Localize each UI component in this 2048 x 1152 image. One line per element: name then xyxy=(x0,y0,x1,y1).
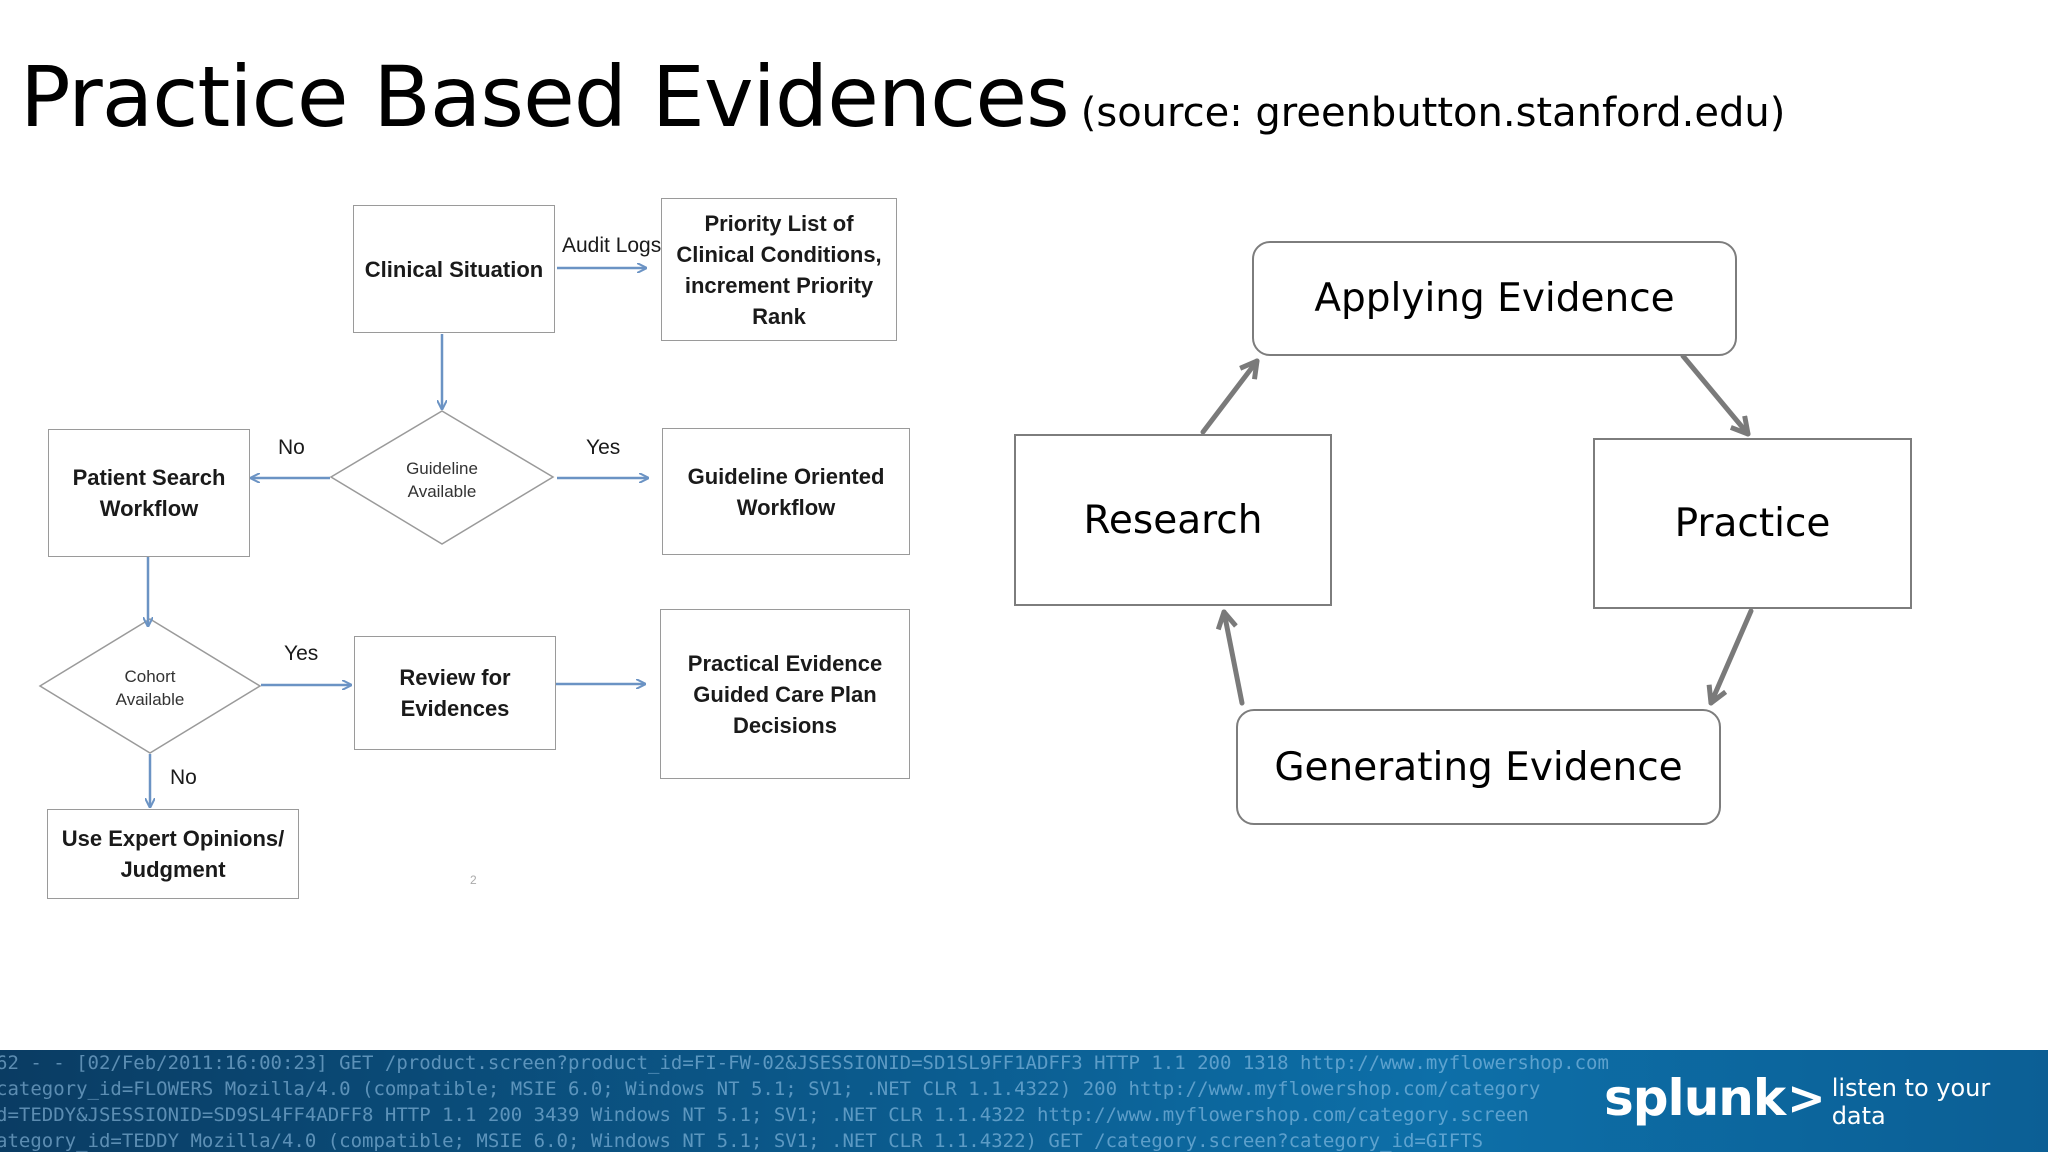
practice-box: Practice xyxy=(1593,438,1912,609)
priority-list-box: Priority List of Clinical Conditions, in… xyxy=(661,198,897,341)
review-evidences-box: Review for Evidences xyxy=(354,636,556,750)
generating-evidence-box: Generating Evidence xyxy=(1236,709,1721,825)
slide-title: Practice Based Evidences(source: greenbu… xyxy=(20,48,1785,146)
brand-name: splunk xyxy=(1604,1069,1786,1127)
guideline-diamond xyxy=(329,410,555,545)
chevron-icon: > xyxy=(1787,1071,1826,1125)
no-label-2: No xyxy=(170,766,197,789)
title-main: Practice Based Evidences xyxy=(20,48,1070,146)
splunk-logo: splunk>listen to your data xyxy=(1604,1066,2048,1130)
brand-tagline: listen to your data xyxy=(1831,1074,1991,1130)
log-line: category_id=FLOWERS Mozilla/4.0 (compati… xyxy=(0,1078,1541,1100)
log-line: ategory_id=TEDDY Mozilla/4.0 (compatible… xyxy=(0,1130,1484,1152)
expert-opinions-box: Use Expert Opinions/ Judgment xyxy=(47,809,299,899)
research-box: Research xyxy=(1014,434,1332,606)
yes-label-1: Yes xyxy=(586,436,621,459)
clinical-situation-box: Clinical Situation xyxy=(353,205,555,333)
log-line: d=TEDDY&JSESSIONID=SD9SL4FF4ADFF8 HTTP 1… xyxy=(0,1104,1529,1126)
cohort-diamond xyxy=(38,618,262,754)
cohort-available-label: Cohort Available xyxy=(115,667,185,709)
no-label-1: No xyxy=(278,436,305,459)
guideline-available-label: Guideline Available xyxy=(406,459,478,501)
guideline-workflow-box: Guideline Oriented Workflow xyxy=(662,428,910,555)
yes-label-2: Yes xyxy=(284,642,319,665)
log-line: 62 - - [02/Feb/2011:16:00:23] GET /produ… xyxy=(0,1052,1609,1074)
patient-search-box: Patient Search Workflow xyxy=(48,429,250,557)
practical-evidence-box: Practical Evidence Guided Care Plan Deci… xyxy=(660,609,910,779)
applying-evidence-box: Applying Evidence xyxy=(1252,241,1737,356)
cycle-arrows xyxy=(1200,353,1754,706)
page-number: 2 xyxy=(470,873,477,887)
audit-logs-label: Audit Logs xyxy=(562,234,662,257)
title-source: (source: greenbutton.stanford.edu) xyxy=(1080,90,1786,136)
footer-banner: 62 - - [02/Feb/2011:16:00:23] GET /produ… xyxy=(0,1050,2048,1152)
flowchart-arrows xyxy=(148,268,648,807)
